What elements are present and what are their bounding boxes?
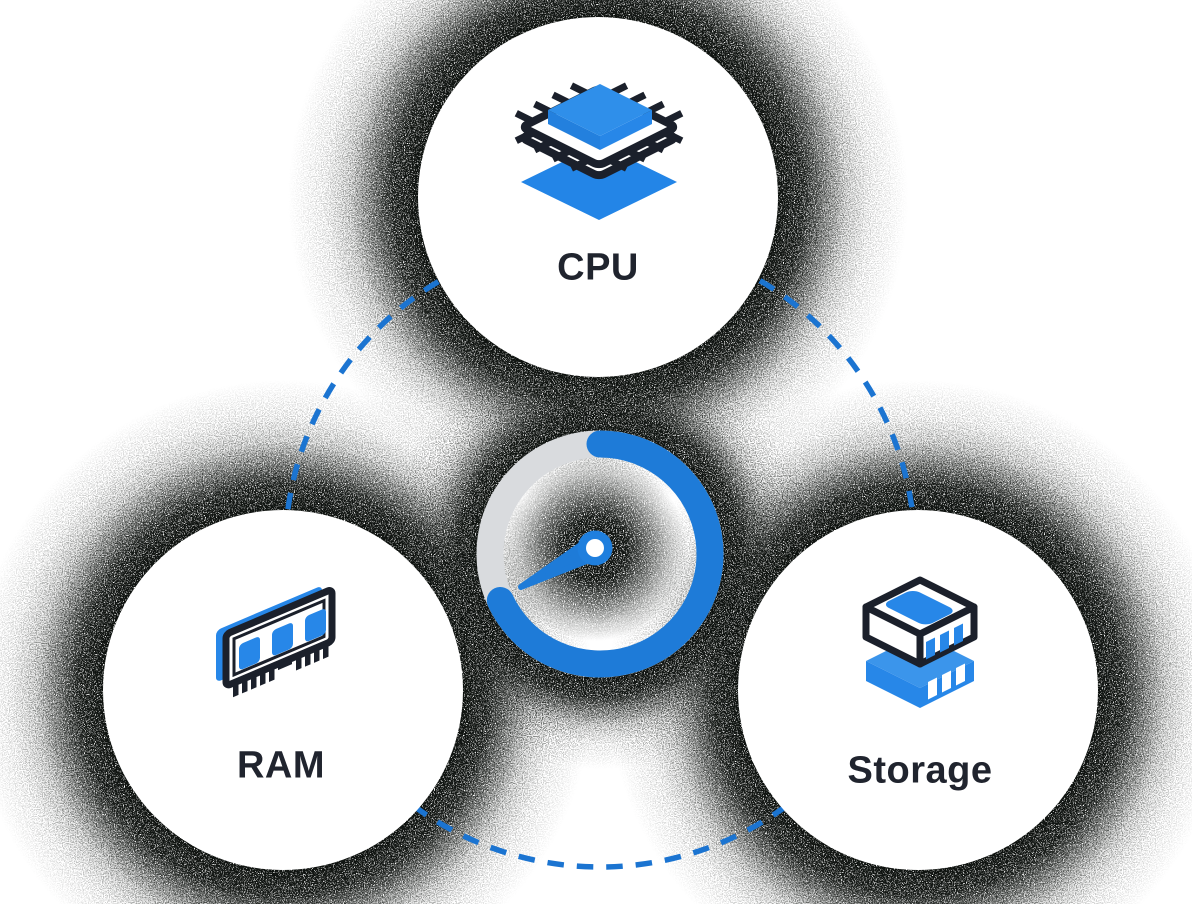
storage-label-plate — [885, 590, 953, 625]
gauge-progress-arc — [486, 430, 724, 678]
ram-chip — [272, 623, 293, 656]
cpu-die-cube — [548, 84, 652, 150]
cpu-base-diamond — [521, 144, 677, 220]
storage-stack-icon — [862, 576, 978, 708]
cpu-label: CPU — [557, 246, 639, 289]
ram-module-icon — [216, 581, 332, 698]
speedometer-gauge-icon — [476, 430, 724, 678]
ram-chip — [305, 609, 326, 642]
ram-pins — [233, 642, 329, 698]
storage-top-package — [862, 576, 978, 668]
gauge-hub-center — [586, 539, 604, 557]
storage-top-pins — [926, 623, 963, 660]
ram-node-circle — [103, 510, 463, 870]
cpu-chip-icon — [489, 84, 710, 220]
storage-label: Storage — [847, 749, 993, 792]
ram-label: RAM — [236, 744, 326, 787]
ram-chip — [239, 637, 260, 670]
storage-bottom-pins — [928, 663, 965, 700]
